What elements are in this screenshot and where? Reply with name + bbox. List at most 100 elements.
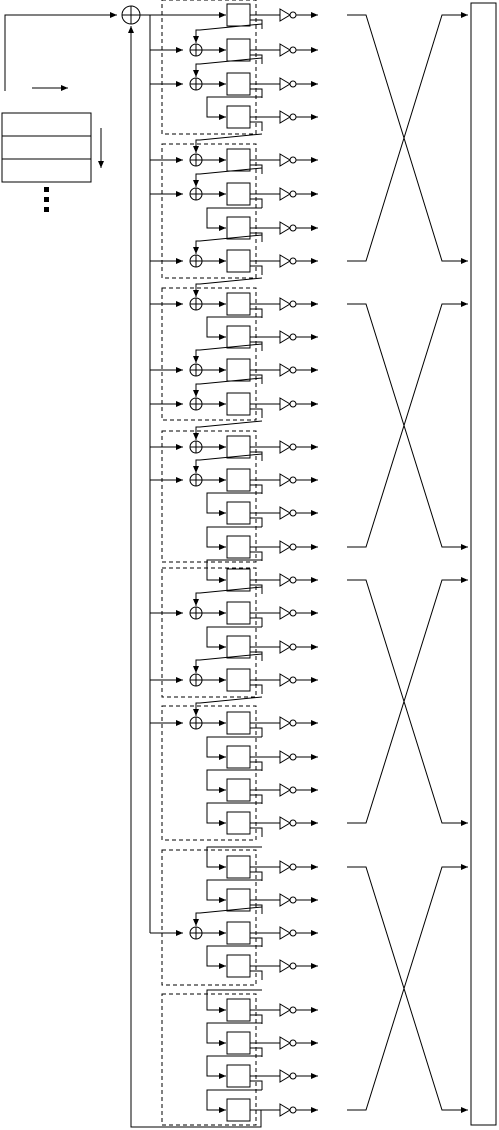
register-stage — [207, 493, 318, 527]
crossed-wire-bundle — [347, 580, 468, 823]
register-stage — [207, 737, 318, 771]
delay-cell — [227, 73, 250, 95]
inverter-bubble — [290, 47, 296, 53]
inverter-triangle — [280, 111, 290, 123]
delay-cell — [227, 812, 250, 834]
input-block — [2, 15, 117, 182]
register-stage — [150, 654, 318, 694]
ellipsis-dot — [44, 187, 49, 192]
delay-cell — [227, 149, 250, 171]
delay-cell — [227, 250, 250, 272]
delay-cell — [227, 469, 250, 491]
crossed-wire-bundle — [347, 867, 468, 1110]
crossed-wire — [347, 304, 468, 547]
delay-cell — [227, 502, 250, 524]
inverter-bubble — [290, 477, 296, 483]
delay-cell — [227, 569, 250, 591]
inverter-triangle — [280, 154, 290, 166]
register-stage — [150, 168, 318, 208]
inverter-bubble — [290, 1007, 296, 1013]
inverter-triangle — [280, 1037, 290, 1049]
crossed-wire — [347, 15, 468, 261]
inverter-triangle — [280, 255, 290, 267]
register-stage — [150, 134, 318, 174]
register-stage — [150, 378, 318, 418]
main-xor-gate — [122, 6, 140, 24]
register-stage — [207, 1090, 318, 1121]
register-stage — [207, 560, 318, 594]
delay-cell — [227, 293, 250, 315]
register-stage — [150, 235, 318, 275]
inverter-triangle — [280, 641, 290, 653]
inverter-bubble — [290, 401, 296, 407]
delay-cell — [227, 183, 250, 205]
crossed-wire-bundle — [347, 15, 468, 261]
delay-cell — [227, 922, 250, 944]
register-stage — [150, 454, 318, 494]
register-stage — [207, 770, 318, 804]
inverter-triangle — [280, 861, 290, 873]
delay-cell — [227, 217, 250, 239]
inverter-bubble — [290, 12, 296, 18]
register-stage — [150, 907, 318, 947]
inverter-triangle — [280, 222, 290, 234]
register-stage — [207, 990, 318, 1024]
inverter-triangle — [280, 960, 290, 972]
ellipsis-dot — [44, 207, 49, 212]
delay-cell — [227, 999, 250, 1021]
inverter-bubble — [290, 577, 296, 583]
inverter-triangle — [280, 927, 290, 939]
register-stage — [207, 317, 318, 351]
inverter-triangle — [280, 1104, 290, 1116]
inverter-triangle — [280, 298, 290, 310]
delay-cell — [227, 955, 250, 977]
register-stage — [207, 627, 318, 661]
ellipsis-dots — [44, 187, 49, 212]
inverter-triangle — [280, 541, 290, 553]
register-stage — [207, 97, 318, 131]
inverter-bubble — [290, 677, 296, 683]
delay-cell — [227, 889, 250, 911]
inverter-bubble — [290, 157, 296, 163]
input-register-block — [2, 113, 91, 182]
delay-cell — [227, 856, 250, 878]
delay-cell — [227, 4, 250, 26]
register-stage — [207, 208, 318, 242]
inverter-triangle — [280, 474, 290, 486]
inverter-triangle — [280, 674, 290, 686]
inverter-bubble — [290, 1073, 296, 1079]
inverter-bubble — [290, 930, 296, 936]
delay-cell — [227, 1065, 250, 1087]
delay-cell — [227, 536, 250, 558]
inverter-triangle — [280, 188, 290, 200]
crossed-wire-bundle — [347, 304, 468, 547]
inverter-triangle — [280, 717, 290, 729]
inverter-triangle — [280, 507, 290, 519]
delay-cell — [227, 39, 250, 61]
inverter-bubble — [290, 191, 296, 197]
register-stage — [207, 527, 318, 561]
inverter-bubble — [290, 820, 296, 826]
register-stage — [150, 344, 318, 384]
inverter-triangle — [280, 331, 290, 343]
register-stage — [150, 58, 318, 98]
delay-cell — [227, 602, 250, 624]
inverter-triangle — [280, 817, 290, 829]
delay-cell — [227, 746, 250, 768]
inverter-triangle — [280, 751, 290, 763]
register-stage — [227, 4, 318, 29]
register-stage — [150, 421, 318, 461]
inverter-triangle — [280, 1004, 290, 1016]
crossed-wire — [347, 867, 468, 1110]
inverter-bubble — [290, 720, 296, 726]
inverter-triangle — [280, 398, 290, 410]
inverter-bubble — [290, 544, 296, 550]
inverter-triangle — [280, 574, 290, 586]
inverter-bubble — [290, 610, 296, 616]
crossed-wire — [347, 580, 468, 823]
inverter-triangle — [280, 9, 290, 21]
delay-cell — [227, 106, 250, 128]
register-stage — [150, 278, 318, 318]
register-stage — [207, 1023, 318, 1057]
delay-cell — [227, 669, 250, 691]
